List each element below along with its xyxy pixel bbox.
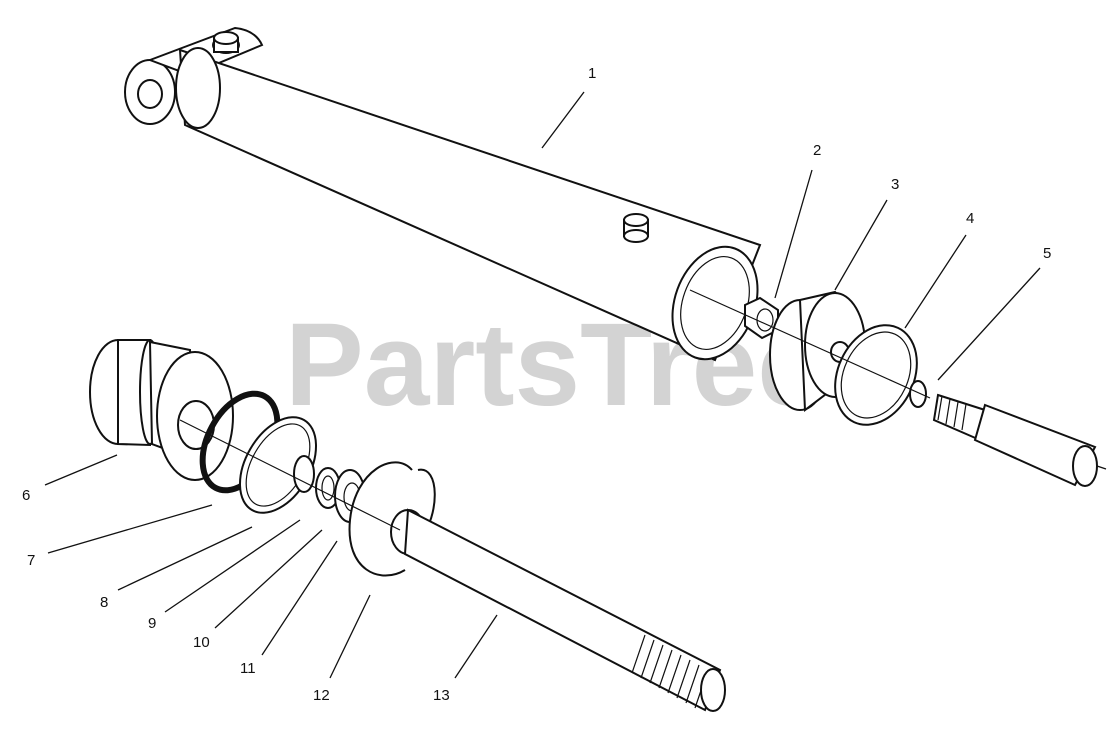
callout-12: 12 [313, 687, 330, 704]
part-9-small-o-ring[interactable] [293, 455, 315, 493]
callout-6: 6 [22, 487, 30, 504]
callout-3: 3 [891, 176, 899, 193]
callout-10: 10 [193, 634, 210, 651]
part-6-gland[interactable] [89, 339, 234, 481]
callout-7: 7 [27, 552, 35, 569]
callout-9: 9 [148, 615, 156, 632]
callout-2: 2 [813, 142, 821, 159]
part-13-piston-rod[interactable] [390, 508, 726, 712]
callout-1: 1 [588, 65, 596, 82]
callout-13: 13 [433, 687, 450, 704]
part-5-small-o-ring[interactable] [909, 380, 927, 408]
callout-5: 5 [1043, 245, 1051, 262]
callout-11: 11 [240, 660, 256, 677]
part-4-o-ring[interactable] [820, 312, 933, 438]
part-1-cylinder-barrel[interactable] [124, 26, 772, 371]
rod-threaded-end [932, 393, 1107, 487]
callout-labels: 1 2 3 4 5 6 7 8 9 10 11 12 13 [22, 65, 1051, 704]
callout-4: 4 [966, 210, 974, 227]
callout-8: 8 [100, 594, 108, 611]
leader-lines [44, 91, 1041, 679]
